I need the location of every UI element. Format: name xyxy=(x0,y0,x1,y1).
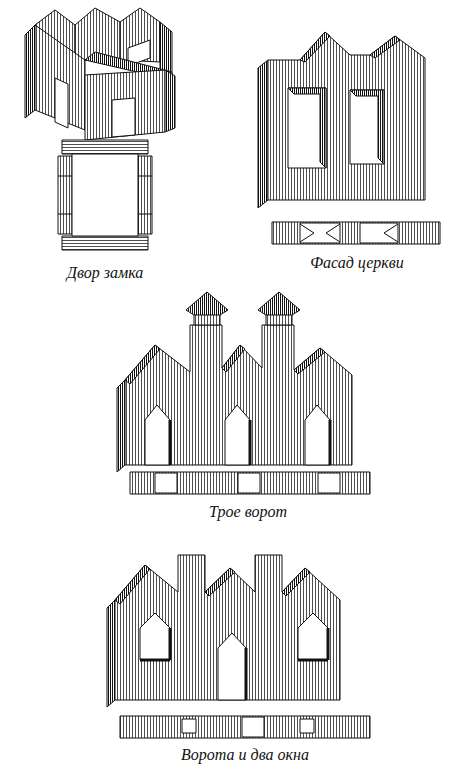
three-gates-plan xyxy=(130,472,370,494)
caption-label: Трое ворот xyxy=(209,503,287,521)
gate-two-windows-plan xyxy=(120,716,370,738)
caption-label: Фасад церкви xyxy=(310,254,404,272)
church-facade xyxy=(258,32,425,208)
gate-two-windows xyxy=(107,555,340,707)
castle-plan xyxy=(58,140,152,250)
caption-label: Ворота и два окна xyxy=(181,746,309,764)
castle-courtyard xyxy=(25,8,175,140)
three-gates xyxy=(117,292,352,472)
caption-label: Двор замка xyxy=(67,264,143,282)
church-plan xyxy=(272,222,440,244)
